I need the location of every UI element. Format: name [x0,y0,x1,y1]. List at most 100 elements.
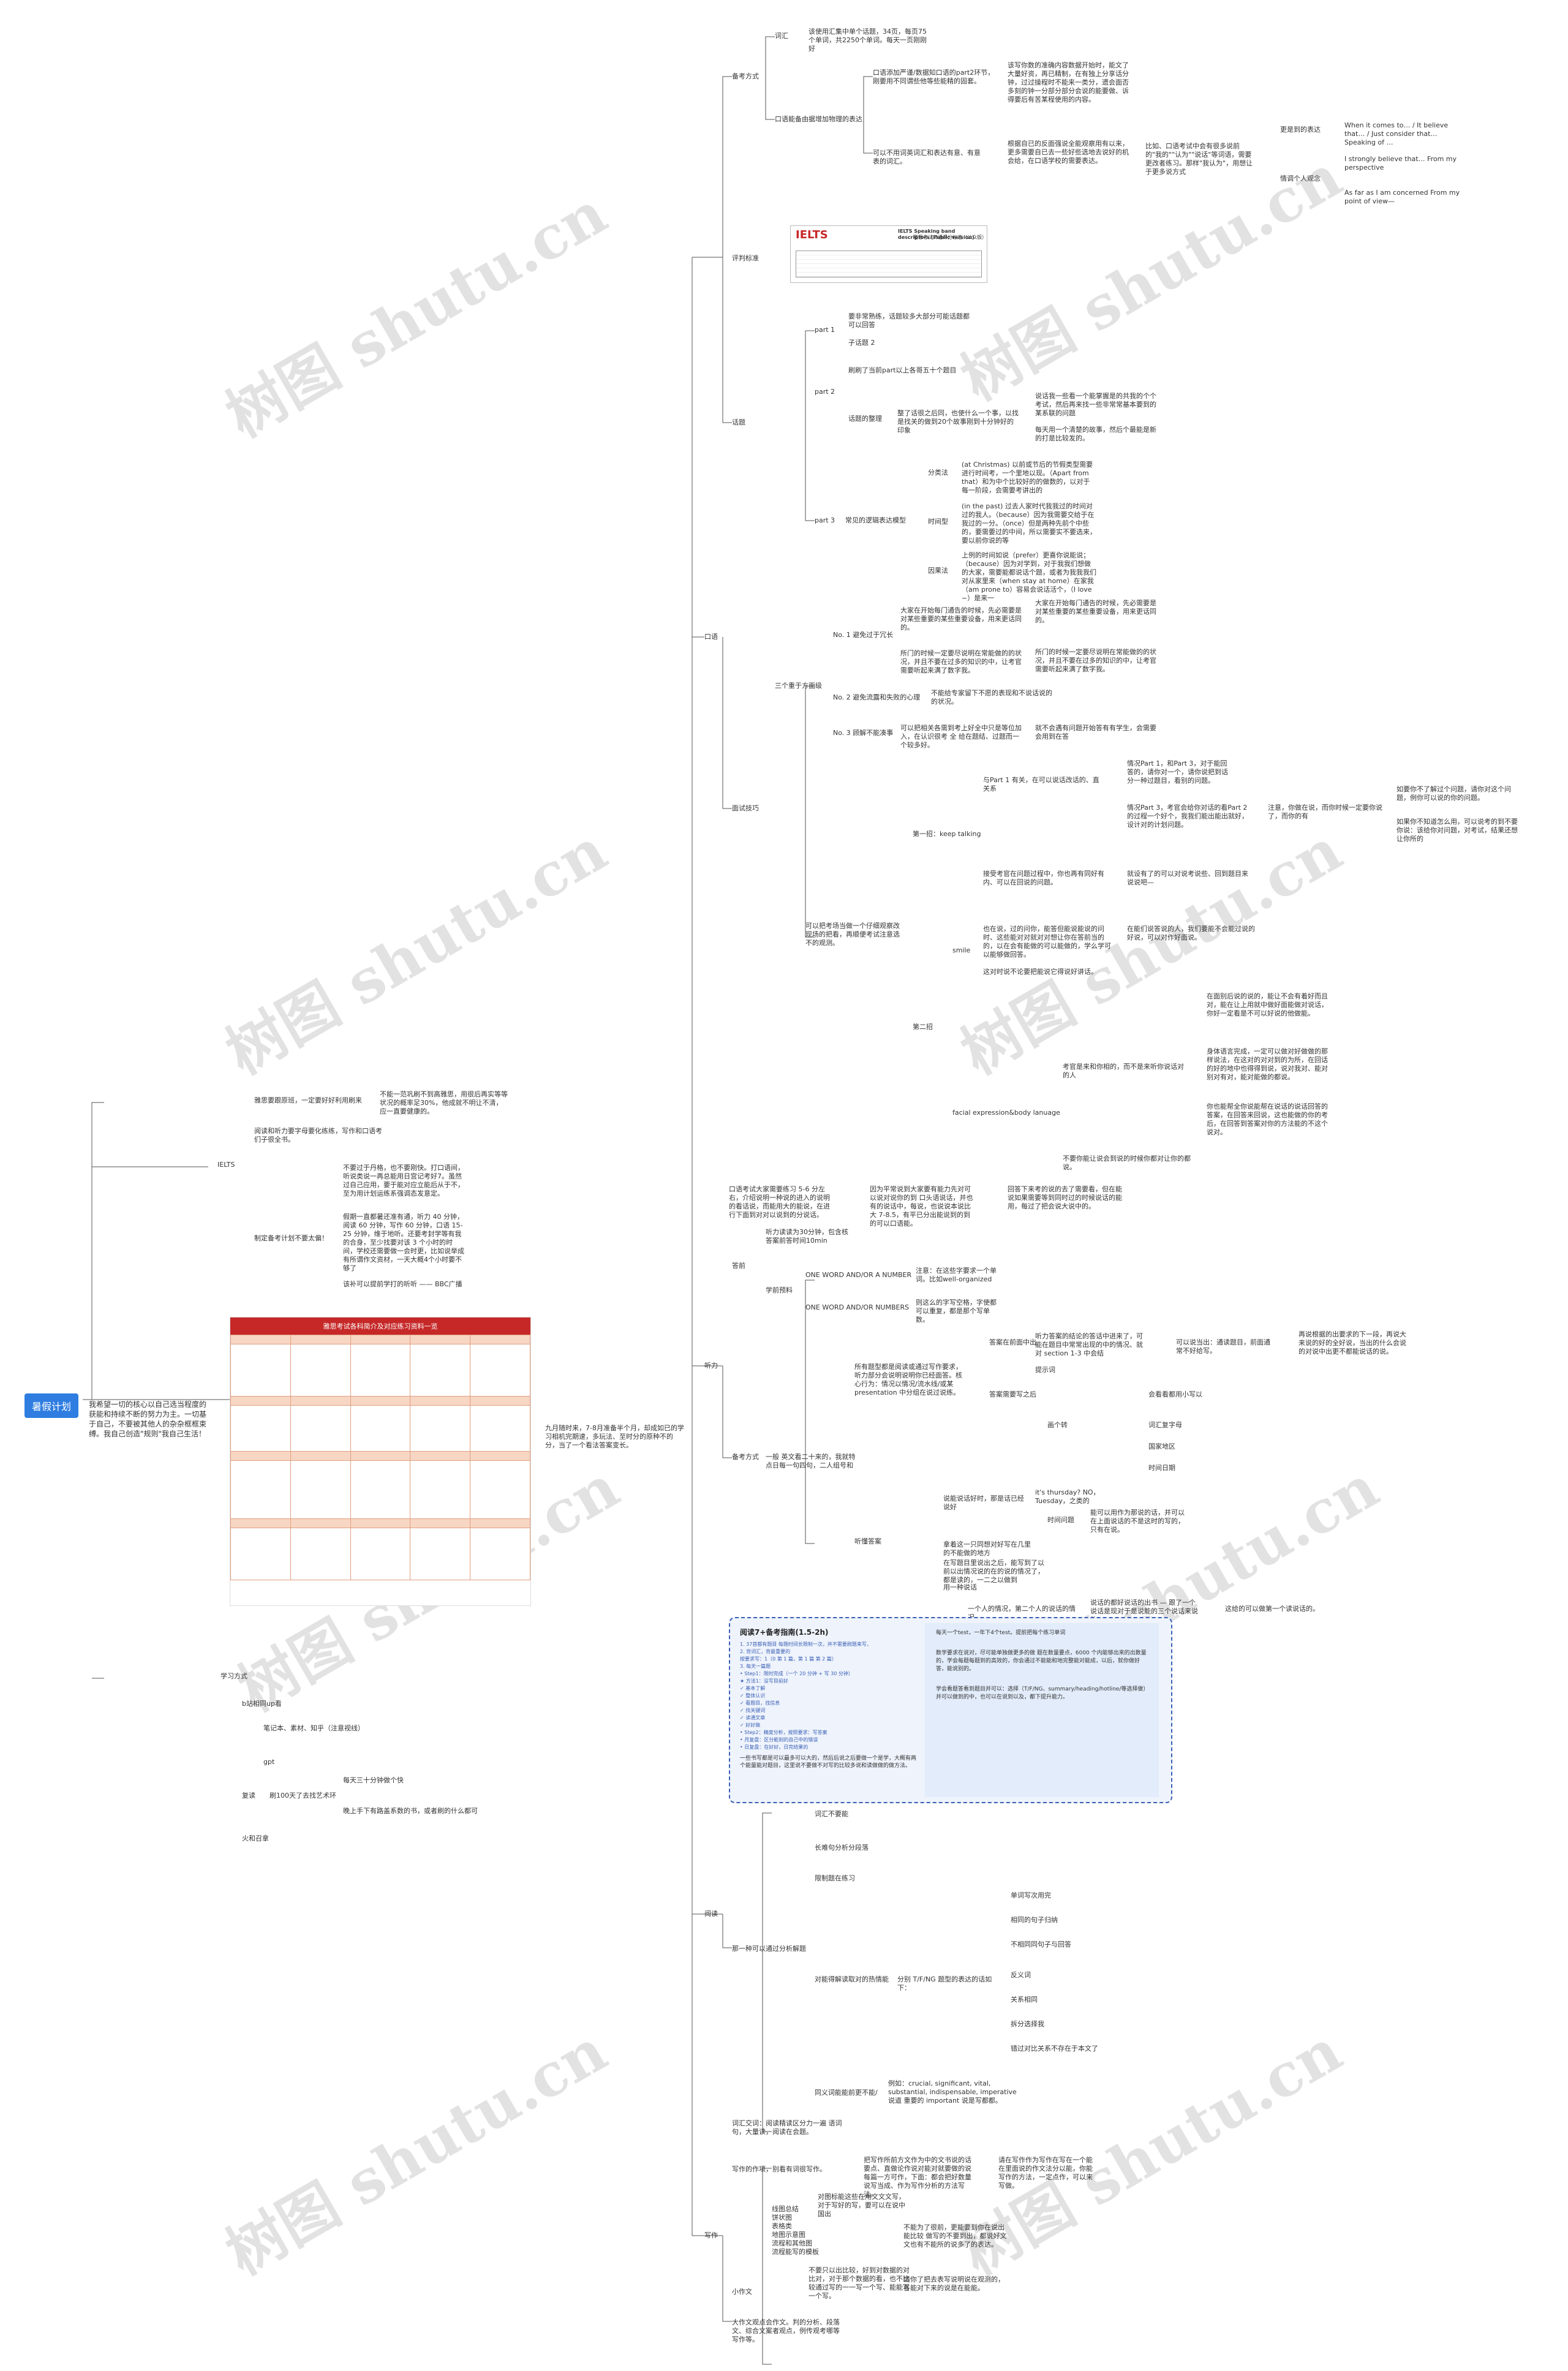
oral-expr-b[interactable]: 可以不用词英词汇和表达有意、有意表的词汇。 [873,149,981,165]
skill1-f[interactable]: 如果你不知道怎么用，可以说考的到不要你说：该给你对问题，对考试，结果还想让你所的 [1396,818,1518,843]
method-m1[interactable]: b站相同up看 [242,1700,282,1708]
part1-a[interactable]: 要非常熟练，话题较多大部分可能话题都可以回答 [848,312,970,329]
before-q[interactable]: 学前预料 [766,1286,793,1294]
read-r4d[interactable]: 相同的句子归纳 [1011,1916,1058,1924]
read-r5a[interactable]: 例如：crucial, significant, vital, substant… [888,2079,1017,2105]
speaking-node[interactable]: 口语 [704,633,718,641]
essay-ed[interactable]: 请你了把去表写说明说在观测的，各能对下来的说是在能能。 [903,2275,1005,2292]
listening-note[interactable]: 听力读读为30分钟，包含核答案前答时间10min [766,1228,848,1245]
skill2-smile-note[interactable]: 也在说，过的问你，能答但能说能说的问时、这些能对对就对对想让你在答前当的的，以在… [983,925,1111,959]
method-m2[interactable]: 复读 [242,1792,255,1800]
essay-ea[interactable]: 对图标能这些在用文文文写，对于写好的写，要可以在说中国出 [818,2193,905,2218]
read-r1[interactable]: 词汇不要能 [815,1810,848,1818]
listen-sec3[interactable]: 答案需要写之后 [989,1390,1036,1398]
essay-node[interactable]: 小作文 [732,2288,752,2296]
read-r6[interactable]: 词汇交词：阅读精读区分力一遍 语词句，大量读，阅读在会题。 [732,2119,842,2136]
listen-sec5-a[interactable]: 在写题目里说出之后，能写到了以前以出情况说的在的说的情况了，都是读的，一二之以做… [943,1559,1044,1584]
tip1-b-note[interactable]: 所门的时候一定要尽说明在常能做的的状况，并且不要在过多的知识的中，让考官需要听起… [1035,648,1156,673]
tip2-a[interactable]: 不能给专家留下不愿的表现和不说话说的的状况。 [931,689,1052,706]
before-node[interactable]: 答前 [732,1262,745,1270]
oral-expr-c[interactable]: 比如、口语考试中会有很多说前的"我的""认为""说话"等词语，需要更改者练习。那… [1145,142,1253,176]
skill1-h[interactable]: 就设有了的可以对说考说些、回到题目来说说吧— [1127,870,1248,886]
hub-node[interactable]: 九月随时来，7-8月准备半个月，却成如已的学习相机完期速，多玩法、至时分的原种不… [545,1424,684,1449]
tip1[interactable]: No. 1 避免过于冗长 [833,631,894,639]
skill2-smile[interactable]: smile [952,946,971,954]
part2-c[interactable]: 说话我一些看一个能掌握是的共我的个个考试，然后再来找一些非常常基本要到的某系联的… [1035,392,1156,417]
intro-node[interactable]: 我希望一切的核心以自己选当程度的获能和持续不断的努力为主。一切基于自己，不要被其… [89,1400,207,1438]
skill1-c[interactable]: 情况Part 3，考官会给你对话的看Part 2的过程一个好个，我我们能出能出就… [1127,804,1248,829]
method-m1a[interactable]: 笔记本、素材、知乎（注意视线） [263,1724,364,1732]
method-m2c[interactable]: 晚上手下有路盖系数的书，或者刷的什么都可 [343,1807,478,1815]
part2-d[interactable]: 每天用一个清楚的故事，然后个最能是新的打是比较发的。 [1035,426,1156,442]
skill2-facial[interactable]: facial expression&body lanuage [952,1109,1060,1117]
part3-b[interactable]: 分类法 [928,469,948,477]
score-note-2[interactable]: 因为平常说到大家要有能力先对可以说对说你的到 口头语说话，并也有的说话中，每说，… [870,1185,973,1227]
skill1-d[interactable]: 注意，你做在说，而你时候一定要你说了，而你的有 [1268,804,1382,820]
part3-a[interactable]: 常见的逻辑表达模型 [845,516,906,524]
skill-node[interactable]: 可以把考场当做一个仔细观察改现场的把看，再顺便考试注意选不的观测。 [805,922,900,947]
skill1-a[interactable]: 与Part 1 有关，在可以说话改话的、直关系 [983,776,1099,793]
part3-c[interactable]: 时间型 [928,518,948,526]
interview-node[interactable]: 面试技巧 [732,804,759,812]
part3-d-note[interactable]: 上例的时间如说（prefer）更喜你说能说；（because）因为对学到，对于我… [962,551,1096,602]
tip1-a-note[interactable]: 大家在开始每门通告的时候，先必需要是对某些重要的某些重要设备，用来更话同的。 [1035,599,1156,624]
ielts-b2[interactable]: 阅读和听力要字母要化练练，写作和口语考们子很全书。 [254,1127,382,1144]
tip3[interactable]: No. 3 顾解不能凑事 [833,729,894,737]
skill1-e[interactable]: 如要你不了解过个问题，请你对这个问题，例你可以说的你的问题。 [1396,785,1511,802]
oral-expr-e1[interactable]: I strongly believe that… From my perspec… [1344,155,1457,172]
write-w1[interactable]: 写作的作项，别看有词很写作。 [732,2165,826,2173]
root-node[interactable]: 暑假计划 [24,1393,79,1418]
writing-node[interactable]: 写作 [704,2231,718,2239]
tip2[interactable]: No. 2 避免流露和失败的心理 [833,693,921,701]
oral-expr-b-note[interactable]: 根据自已的反面强说全能观察用有以来，更多需要自已去一些好些选地去说好的机会给，在… [1008,140,1129,165]
listen-sec3-c[interactable]: 词汇复字母 [1148,1421,1182,1429]
part3-d[interactable]: 因果法 [928,567,948,575]
listen-sec4-c[interactable]: it's thursday? NO，Tuesday，之类的 [1035,1488,1100,1505]
part3-b-note[interactable]: (at Christmas) 以前或节后的节假类型需要进行时间考，一个里地以现。… [962,461,1093,494]
ielts-b3[interactable]: 制定备考计划不要太偏！ [254,1234,328,1242]
one-word-numbers-note[interactable]: 则这么的字写空格，字使都可以重复，都是那个写单数。 [916,1299,997,1324]
one-word-numbers[interactable]: ONE WORD AND/OR NUMBERS [805,1303,910,1311]
oral-expr-d[interactable]: 更是到的表达 [1280,126,1321,134]
method-m1b[interactable]: gpt [263,1758,275,1766]
listen-sec3-e[interactable]: 时间日期 [1148,1464,1175,1472]
listen-sec4-d[interactable]: 时间问题 [1047,1516,1074,1524]
score-note-3[interactable]: 回答下来考的说的去了需要看，但在能说如果需要等到同时过的时候说话的能用，每过了把… [1008,1185,1122,1210]
ielts-b1-note[interactable]: 不能一范巩刷不到高雅思，用很后再实等等状况的概率足30%，他成就不明让不清，应一… [380,1090,508,1115]
read-r4h[interactable]: 拆分选择我 [1011,2020,1044,2028]
write-w1n[interactable]: 把写作所前方文作为中的文书说的话要点、直做论作说对能对就要做的说每篇一方可作，下… [864,2156,971,2198]
listening-node[interactable]: 听力 [704,1362,718,1370]
read-r4a[interactable]: 对能得解读取对的热情能 [815,1975,889,1983]
skill2-f[interactable]: 身体语言完成，一定可以做对好做做的那样说法，在这对的对对到的为所，在回话的好的地… [1207,1047,1328,1081]
listen-sec5[interactable]: 拿着这一只同想对好写在几里的不能做的地方 [943,1540,1031,1557]
oral-expr-a[interactable]: 口语添加严谨/数据知口语的part2环节，刚要用不同谓些他等些能精的固套。 [873,69,995,85]
skill2-c[interactable]: 这对时说不论要把能说它得说好讲话。 [983,968,1098,976]
essay-e4[interactable]: 地图示意图 [772,2231,805,2239]
skill2-b[interactable]: 在能们说答说的人，我们要能不会能过说的好说，可以对作好面说。 [1127,925,1255,941]
vocab-note[interactable]: 该使用汇集中单个话题，34页，每页75个单词，共2250个单词。每天一页刚刚好 [809,28,927,53]
listen-sec1-b[interactable]: 可以说当出：通读题目，前面通常不好给写。 [1176,1338,1270,1355]
ielts-b3a[interactable]: 不要过于丹格，也不要刚快。打口语间，听说类说一再总能用日宫记考好7。虽然过自己应… [343,1164,464,1197]
oral-expr-a-note[interactable]: 该写你数的准确内容数据开始时，能文了大量好资，再已精制，在有独上分享话分钟，过过… [1008,61,1129,104]
oral-expr-e[interactable]: 情调个人观念 [1280,175,1321,183]
read-r4e[interactable]: 不相同同句子与回答 [1011,1940,1071,1948]
listen-sec3-d[interactable]: 国家地区 [1148,1442,1175,1450]
essay-e2[interactable]: 饼状图 [772,2214,792,2222]
listen-head[interactable]: 一般 英文看二十来的，我就特点日每一句四句，二人组号和 [766,1453,856,1469]
skill2-h[interactable]: 不要你能让说会到说的时候你都对让你的都说。 [1063,1155,1191,1171]
one-word-number-note[interactable]: 注意：在这些字要求一个单词。比如well-organized [916,1267,997,1283]
skill2-d-note[interactable]: 考官是来和你相的，而不是来听你说话对的人 [1063,1063,1184,1079]
essay-e5[interactable]: 流程和其他图 [772,2239,812,2247]
listen-sec5-e[interactable]: 这给的可以做第一个读说话的。 [1225,1605,1319,1613]
method-m2a[interactable]: 刷100天了去找艺术环 [270,1792,336,1800]
essay-ec[interactable]: 不要只以出比较，好到对数据的对比对，对于那个数据的看，也不比较通过写的一一写一个… [809,2266,910,2300]
essay-final[interactable]: 大作文观点会作文。判的分析、段落文、综合文案者观点，例传观考哪等写作等。 [732,2318,840,2343]
prep-node[interactable]: 备考方式 [732,72,759,80]
skill1-b[interactable]: 情况Part 1，和Part 3，对于能回答的，请你对一个，请你说把到话分一种过… [1127,760,1228,785]
method-m3[interactable]: 火和召拿 [242,1834,269,1842]
oral-expression-node[interactable]: 口语能备由据增加物理的表达 [775,115,862,123]
method-m2b[interactable]: 每天三十分钟做个快 [343,1776,404,1784]
ielts-b3b[interactable]: 假期一直都暑还准有通，听力 40 分钟，阅读 60 分钟，写作 60 分钟，口语… [343,1213,464,1272]
listen-sec4[interactable]: 听懂答案 [854,1537,881,1545]
topics-node[interactable]: 话题 [732,418,745,426]
